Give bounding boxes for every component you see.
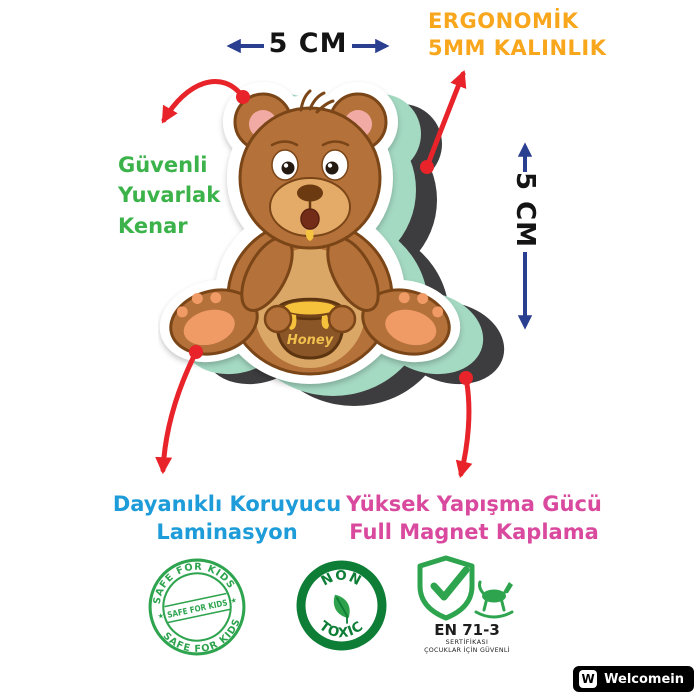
bear-foot-left xyxy=(169,288,259,356)
bear-paw-left xyxy=(263,304,293,334)
honey-drip-right xyxy=(321,315,329,329)
shield-check-icon xyxy=(417,555,475,621)
bear-mouth xyxy=(300,208,320,230)
welcomein-logo-letter: W xyxy=(581,672,595,686)
label-magnet-coating: Yüksek Yapışma Gücü Full Magnet Kaplama xyxy=(346,492,602,545)
honey-top xyxy=(284,301,336,315)
label-durable-lamination: Dayanıklı Koruyucu Laminasyon xyxy=(112,492,342,545)
bear-art: Honey xyxy=(169,89,451,376)
watermark-text: Welcomein xyxy=(604,671,684,687)
width-dimension-label: 5 CM xyxy=(268,28,348,59)
honey-pot: Honey xyxy=(275,297,345,360)
arrow-ergonomic xyxy=(424,70,467,170)
leaf-icon xyxy=(333,594,350,624)
en71-3-subtitle1: SERTİFİKASI xyxy=(446,637,489,646)
arrow-lamination xyxy=(155,349,199,475)
non-toxic-bottom-text: TOXIC xyxy=(316,618,366,641)
feature-arrows xyxy=(155,70,473,479)
feature-arrow-dots xyxy=(189,90,473,385)
bear-head xyxy=(233,89,388,250)
badge-en71-3: EN 71-3 SERTİFİKASI ÇOCUKLAR İÇİN GÜVENL… xyxy=(417,555,514,654)
en71-3-subtitle2: ÇOCUKLAR İÇİN GÜVENLİ xyxy=(424,645,510,654)
bear-foot-right xyxy=(361,288,451,356)
star-icon: ★ xyxy=(157,611,165,621)
bear-nose xyxy=(297,184,323,202)
welcomein-logo-icon: W xyxy=(579,670,598,688)
badge-safe-for-kids: SAFE FOR KIDS SAFE FOR KIDS SAFE FOR KID… xyxy=(146,556,248,658)
rocking-horse-icon xyxy=(474,580,514,619)
label-ergonomic-thickness: ERGONOMİK 5MM KALINLIK xyxy=(428,9,607,61)
star-icon: ★ xyxy=(230,595,238,605)
badge-non-toxic: NON TOXIC xyxy=(296,560,387,651)
bear-magnet-illustration: Honey xyxy=(158,82,514,406)
watermark-welcomein: W Welcomein xyxy=(573,666,694,692)
non-toxic-top-text: NON xyxy=(319,568,364,589)
svg-text:NON: NON xyxy=(319,568,365,589)
arrow-magnet xyxy=(455,375,473,479)
height-dimension-label: 5 CM xyxy=(510,171,540,249)
en71-3-title: EN 71-3 xyxy=(434,621,500,639)
svg-text:TOXIC: TOXIC xyxy=(316,618,367,641)
arrow-safe-edge xyxy=(161,79,246,124)
bear-paw-right xyxy=(327,304,357,334)
label-safe-rounded-edge: Güvenli Yuvarlak Kenar xyxy=(118,153,221,238)
honey-pot-label: Honey xyxy=(287,333,334,348)
honey-drip-chin xyxy=(305,230,314,241)
